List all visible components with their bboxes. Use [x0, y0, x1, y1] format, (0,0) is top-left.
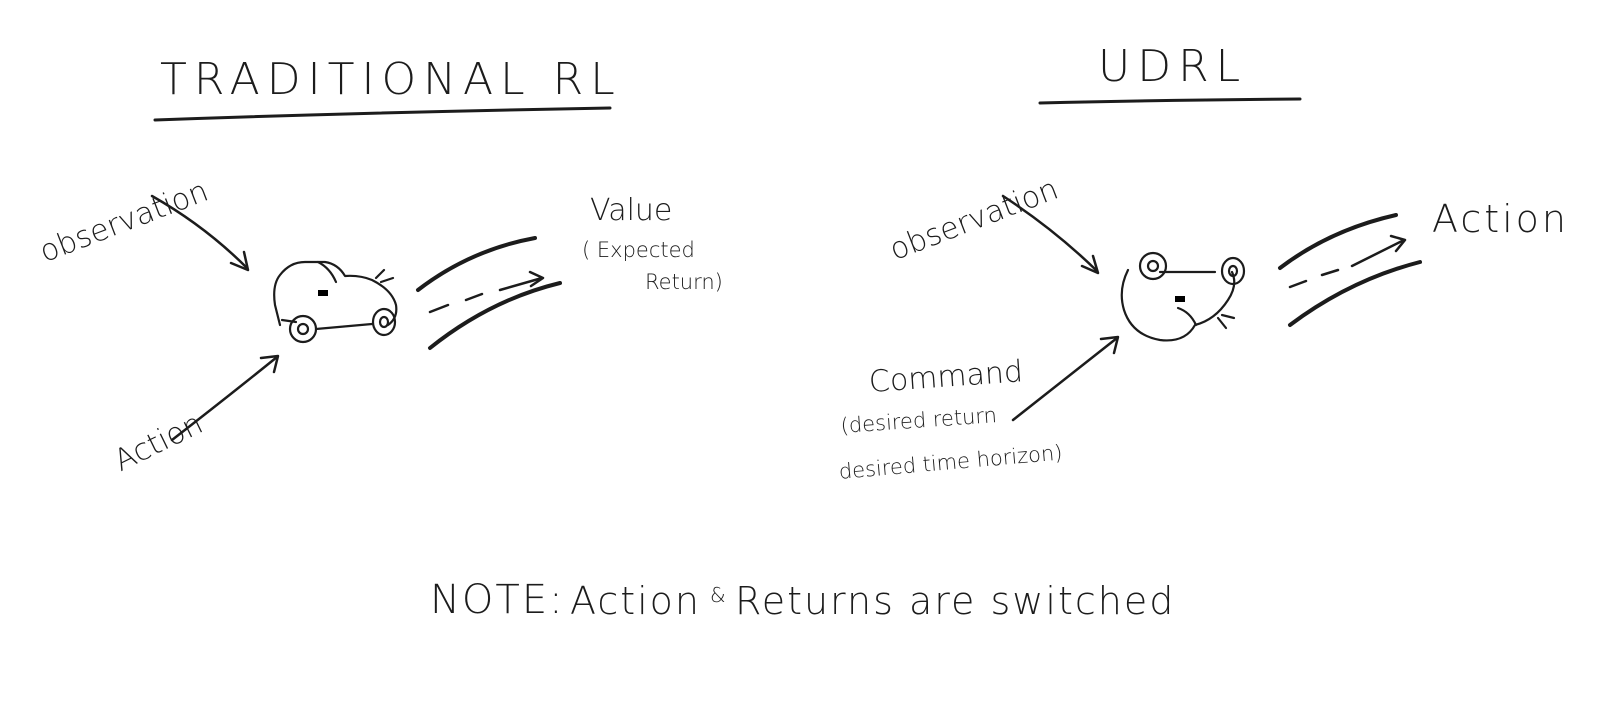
left-road-lines — [416, 236, 562, 350]
left-observation-arrow — [150, 194, 250, 272]
left-car-icon — [273, 260, 398, 344]
note-ampersand: & — [710, 583, 726, 607]
right-title: UDRL — [1098, 41, 1248, 92]
left-title-underline — [153, 106, 612, 122]
left-action-arrow — [170, 354, 280, 442]
left-expected-label: ( Expected — [582, 238, 695, 262]
note-prefix: NOTE: — [430, 577, 565, 623]
right-observation-arrow — [1001, 194, 1100, 275]
right-command-arrow — [1011, 335, 1120, 422]
right-road-lines — [1278, 213, 1422, 327]
right-car-icon — [1120, 251, 1246, 342]
right-action-label: Action — [1432, 197, 1570, 241]
left-title: TRADITIONAL RL — [160, 54, 622, 105]
note-action-text: Action — [570, 579, 702, 623]
left-return-label: Return) — [645, 270, 723, 294]
note-returns-text: Returns are switched — [735, 579, 1176, 623]
right-title-underline — [1038, 97, 1302, 105]
left-value-label: Value — [590, 193, 673, 228]
